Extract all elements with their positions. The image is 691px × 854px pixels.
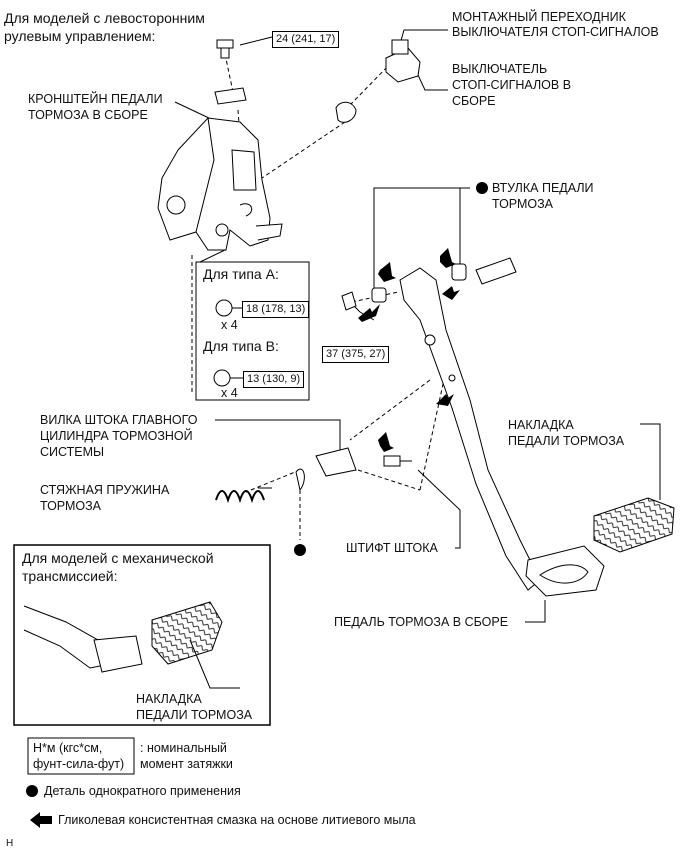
- mt-pad-label-2: ПЕДАЛИ ТОРМОЗА: [136, 708, 253, 722]
- tension-spring: [215, 490, 265, 504]
- brake-pedal-arm: [399, 267, 605, 597]
- non-reusable-legend: Деталь однократного применения: [44, 784, 241, 798]
- pedal-shaft-parts: [341, 257, 517, 311]
- clevis-label: ВИЛКА ШТОКА ГЛАВНОГО: [40, 413, 198, 427]
- torque-label-3: 13 (130, 9): [243, 371, 305, 388]
- bracket-bolt-top: [216, 39, 234, 59]
- unit-description-2: момент затяжки: [140, 757, 233, 771]
- leader-mt-pad: [189, 639, 240, 689]
- leader-t1: [239, 36, 273, 46]
- spring-label-2: ТОРМОЗА: [40, 499, 102, 513]
- grease-legend: Гликолевая консистентная смазка на основ…: [58, 813, 416, 827]
- leader-pin: [417, 469, 461, 549]
- mt-pad-label: НАКЛАДКА: [136, 692, 202, 706]
- spring-label: СТЯЖНАЯ ПРУЖИНА: [40, 483, 170, 497]
- figure-code: H: [6, 838, 14, 849]
- lhd-models-heading: Для моделей с левосторонним: [4, 10, 205, 26]
- pedal-label: ПЕДАЛЬ ТОРМОЗА В СБОРЕ: [334, 615, 509, 629]
- clevis-parts: [295, 447, 412, 492]
- leader-bolts: [199, 249, 226, 263]
- pin-label: ШТИФТ ШТОКА: [346, 541, 438, 555]
- pad-label: НАКЛАДКА: [508, 418, 574, 432]
- leader-pedal: [525, 600, 546, 623]
- bracket-label-2: ТОРМОЗА В СБОРЕ: [28, 108, 148, 122]
- lhd-models-heading-2: рулевым управлением:: [4, 28, 156, 44]
- unit-description: : номинальный: [140, 741, 227, 755]
- torque-label-2: 18 (178, 13): [242, 301, 310, 318]
- leader-pad: [640, 423, 661, 500]
- type-b-qty: x 4: [221, 386, 238, 400]
- torque-label-1: 24 (241, 17): [272, 31, 340, 48]
- bracket-label: КРОНШТЕЙН ПЕДАЛИ: [28, 92, 163, 106]
- bushing-label: ВТУЛКА ПЕДАЛИ: [492, 181, 594, 195]
- pad-label-2: ПЕДАЛИ ТОРМОЗА: [508, 434, 625, 448]
- torque-label-4: 37 (375, 27): [322, 346, 390, 363]
- leader-bushing: [459, 187, 470, 268]
- stop-switch-label-3: СБОРЕ: [452, 94, 496, 108]
- type-a-label: Для типа А:: [203, 266, 279, 282]
- type-a-qty: x 4: [221, 318, 238, 332]
- unit-box-text-2: фунт-сила-фут): [33, 757, 125, 771]
- bushing-label-2: ТОРМОЗА: [492, 197, 554, 211]
- stop-switch-label-2: СТОП-СИГНАЛОВ В: [452, 78, 572, 92]
- non-reusable-dots: [26, 182, 488, 797]
- grease-arrows: [30, 248, 460, 828]
- mt-pedal-drawing: [23, 601, 223, 673]
- switch-adapter-label-2: ВЫКЛЮЧАТЕЛЯ СТОП-СИГНАЛОВ: [452, 25, 659, 39]
- mt-models-heading: Для моделей с механической: [22, 550, 214, 566]
- clevis-label-2: ЦИЛИНДРА ТОРМОЗНОЙ: [40, 429, 193, 443]
- switch-adapter-label: МОНТАЖНЫЙ ПЕРЕХОДНИК: [452, 10, 626, 24]
- leader-clevis: [215, 419, 341, 455]
- clevis-label-3: СИСТЕМЫ: [40, 445, 105, 459]
- brake-pedal-pad: [593, 497, 675, 553]
- leader-switch: [417, 74, 448, 91]
- pedal-bracket-assembly: [157, 117, 283, 251]
- leader-bushing-left: [373, 187, 460, 290]
- stop-switch-drawing: [335, 39, 421, 123]
- stop-switch-label: ВЫКЛЮЧАТЕЛЬ: [452, 62, 548, 76]
- mt-models-heading-2: трансмиссией:: [22, 568, 118, 584]
- unit-box-text: Н*м (кгс*см,: [33, 741, 103, 755]
- type-b-label: Для типа В:: [203, 338, 279, 354]
